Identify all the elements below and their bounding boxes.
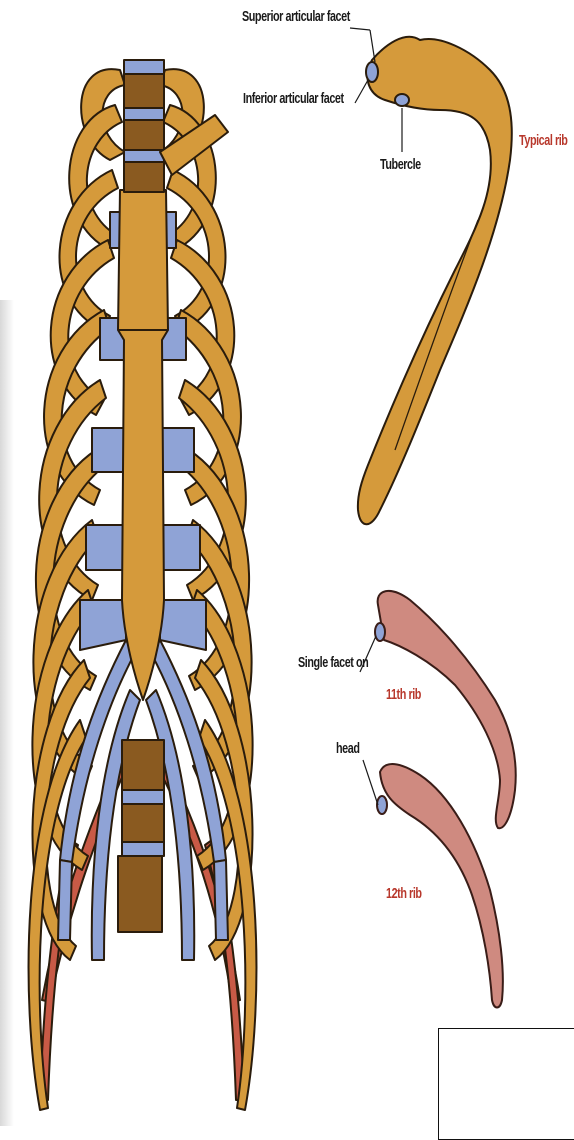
- tubercle-shape: [395, 94, 409, 106]
- rib-12-label: 12th rib: [386, 885, 422, 902]
- superior-articular-facet-label: Superior articular facet: [242, 8, 350, 25]
- floating-ribs: [375, 591, 516, 1008]
- upper-vertebrae: [124, 60, 164, 192]
- head-label: head: [336, 740, 359, 757]
- inferior-articular-facet-label: Inferior articular facet: [243, 90, 344, 107]
- empty-frame-box: [438, 1028, 574, 1140]
- articular-facet-shape: [366, 62, 378, 82]
- typical-rib: [358, 37, 512, 524]
- sternum: [118, 190, 168, 700]
- single-facet-label: Single facet on: [298, 654, 368, 671]
- rib-cage: [29, 60, 257, 1110]
- tubercle-label: Tubercle: [380, 156, 421, 173]
- lower-vertebrae: [118, 740, 164, 932]
- rib-11-label: 11th rib: [386, 686, 421, 703]
- typical-rib-label: Typical rib: [519, 132, 567, 149]
